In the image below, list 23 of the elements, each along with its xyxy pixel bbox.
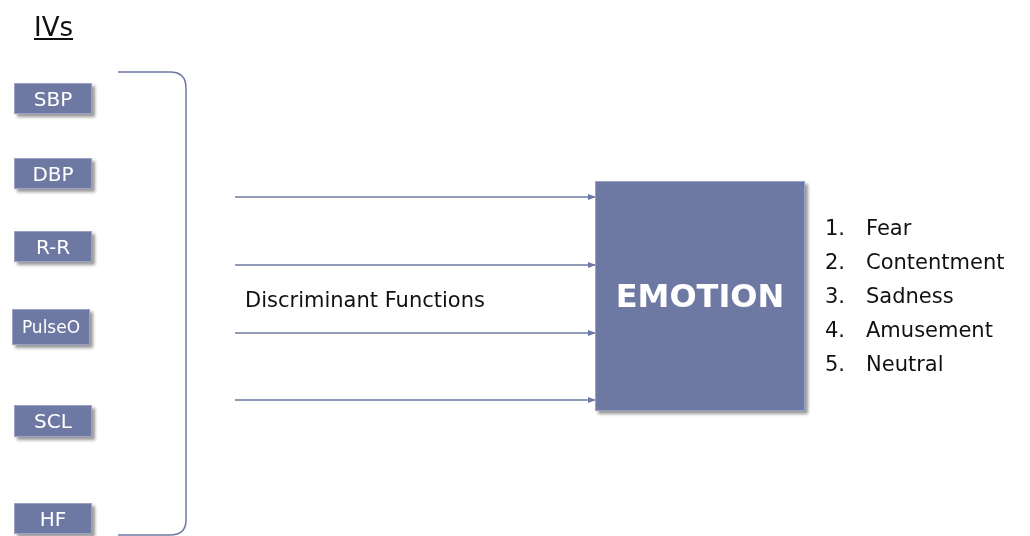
list-number: 1. [825,216,846,240]
variable-box: R-R [14,231,92,262]
heading: IVs [34,12,73,42]
list-number: 5. [825,352,846,376]
emotion-item: Amusement [866,318,993,342]
list-number: 2. [825,250,846,274]
list-number: 4. [825,318,846,342]
arrow [234,330,596,336]
arrow [234,397,596,403]
emotion-item: Contentment [866,250,1005,274]
emotion-item: Fear [866,216,912,240]
list-number: 3. [825,284,846,308]
outcome-box: EMOTION [595,181,805,411]
arrow [234,194,596,200]
variable-box: PulseO [12,309,90,345]
functions-label: Discriminant Functions [245,288,485,312]
variable-box: DBP [14,158,92,189]
variable-box: SCL [14,405,92,437]
variable-box: SBP [14,83,92,114]
emotion-item: Neutral [866,352,944,376]
variable-box: HF [14,503,92,534]
arrow [234,262,596,268]
emotion-item: Sadness [866,284,954,308]
